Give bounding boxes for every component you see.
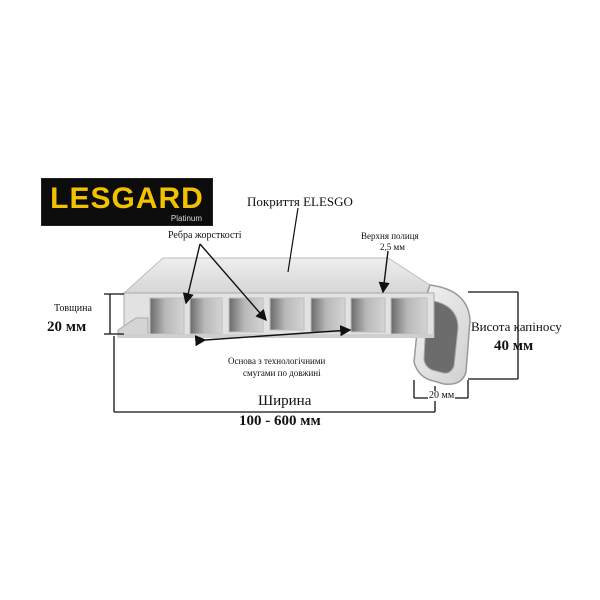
- profile-cell: [390, 297, 428, 335]
- base-label-line1: Основа з технологічними: [228, 356, 326, 366]
- profile-cell: [269, 297, 305, 331]
- profile-cell: [189, 297, 223, 335]
- logo-subtitle: Platinum: [170, 214, 202, 223]
- coating-leader: [287, 207, 299, 273]
- top-shelf-label-line1: Верхня полиця: [361, 231, 419, 241]
- profile-cell: [149, 297, 185, 335]
- base-leader: [194, 325, 352, 347]
- width-label: Ширина: [258, 393, 312, 409]
- logo-brand: LESGARD: [50, 182, 204, 215]
- nose-width-value: 20 мм: [428, 390, 456, 401]
- profile-cell: [310, 297, 346, 333]
- nose-height-value: 40 мм: [494, 338, 534, 354]
- nose-height-label: Висота капіносу: [471, 319, 562, 334]
- width-value: 100 - 600 мм: [239, 413, 321, 429]
- lesgard-logo: LESGARD Platinum: [41, 178, 213, 226]
- ribs-leader-2: [199, 243, 267, 322]
- ribs-leader-1: [182, 243, 201, 305]
- top-surface: [122, 257, 439, 294]
- profile-cell: [350, 297, 386, 333]
- coating-label: Покриття ELESGO: [247, 194, 353, 209]
- thickness-value: 20 мм: [47, 319, 87, 335]
- base-label-line2: смугами по довжині: [243, 368, 321, 378]
- thickness-label: Товщина: [54, 303, 92, 314]
- top-shelf-label-line2: 2,5 мм: [380, 242, 405, 252]
- ribs-label: Ребра жорсткості: [168, 230, 242, 241]
- profile-cell: [228, 297, 264, 333]
- top-shelf-leader: [378, 250, 390, 294]
